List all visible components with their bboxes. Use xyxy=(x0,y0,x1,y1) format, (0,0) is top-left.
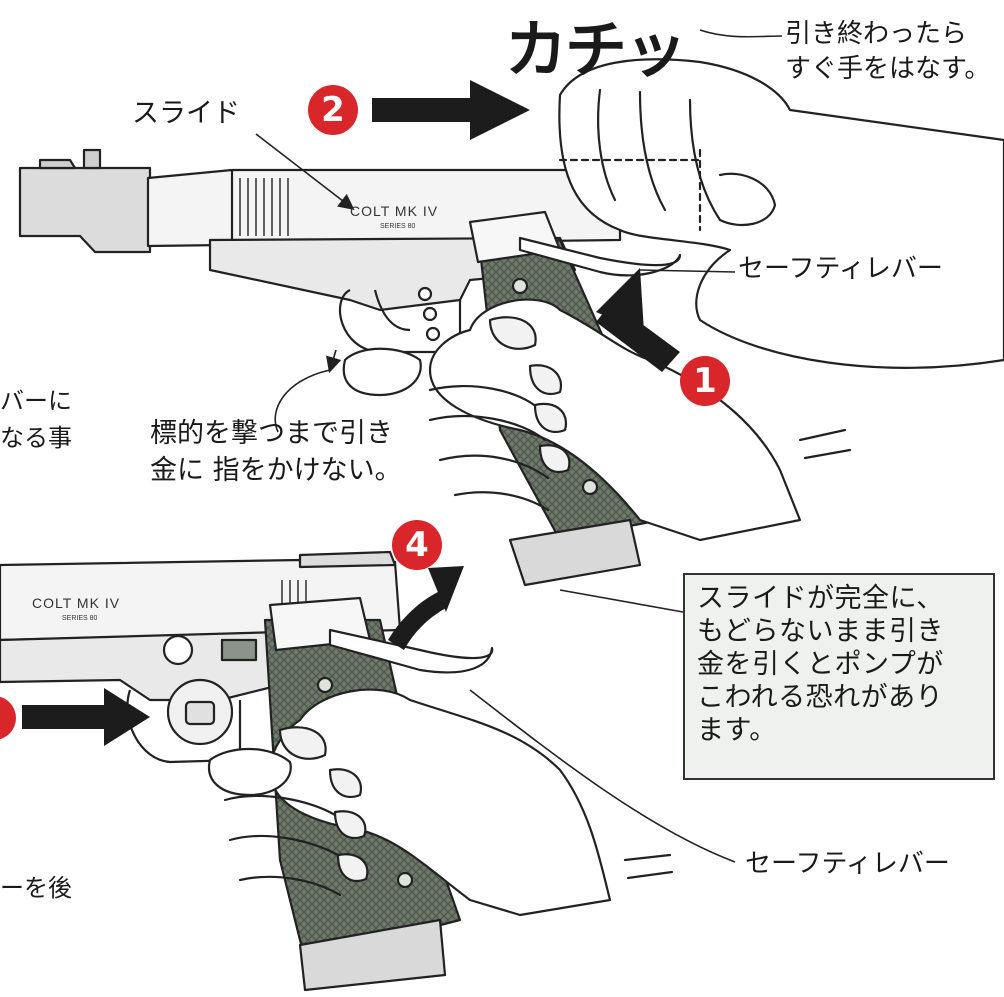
left-cut-text-2: なる事 xyxy=(0,424,72,452)
step-1-badge: 1 xyxy=(680,356,730,406)
bottom-gun-marking: COLT MK IV xyxy=(32,595,120,611)
callout-line: 金を引くとポンプが xyxy=(697,648,944,680)
arrow-step-2 xyxy=(372,80,530,140)
top-slide-hand xyxy=(558,58,1004,460)
arrow-step-3 xyxy=(22,688,150,746)
top-muzzle xyxy=(18,166,152,254)
callout-line: もどらないまま引き xyxy=(697,615,944,647)
arrow-step-1 xyxy=(596,268,680,372)
pump-warning-callout: スライドが完全に、 もどらないまま引き 金を引くとポンプが こわれる恐れがあり … xyxy=(683,573,995,780)
slide-label: スライド xyxy=(132,98,240,129)
callout-line: スライドが完全に、 xyxy=(697,583,944,614)
top-grip-hand xyxy=(342,298,802,542)
safety-lever-label-top: セーフティレバー xyxy=(738,254,943,284)
step-4-badge: 4 xyxy=(392,520,442,570)
left-cut-text-3: ーを後 xyxy=(0,874,72,902)
bottom-gun-marking-sub: SERIES 80 xyxy=(62,615,98,622)
safety-lever-label-bottom: セーフティレバー xyxy=(745,849,950,879)
callout-line: ます。 xyxy=(697,714,777,746)
arrow-step-4 xyxy=(388,566,464,650)
release-instruction-line1: 引き終わったら xyxy=(785,19,968,49)
bottom-safety-lever xyxy=(328,628,494,674)
release-instruction-line2: すぐ手をはなす。 xyxy=(785,54,991,84)
top-gun-marking-sub: SERIES 80 xyxy=(380,223,416,230)
step-3-badge-partial xyxy=(0,696,16,740)
trigger-warning-line2: 金に 指をかけない。 xyxy=(150,455,402,486)
top-gun-marking: COLT MK IV xyxy=(350,203,438,219)
sound-effect: カチッ xyxy=(505,13,687,86)
leader-lines xyxy=(255,29,783,863)
callout-line: こわれる恐れがあり xyxy=(697,681,944,713)
step-2-badge: 2 xyxy=(308,85,358,135)
bottom-grip-hand xyxy=(207,688,674,917)
left-cut-text-1: バーに xyxy=(0,387,72,415)
top-safety-lever xyxy=(518,236,682,277)
trigger-warning-line1: 標的を撃つまで引き xyxy=(150,418,393,449)
